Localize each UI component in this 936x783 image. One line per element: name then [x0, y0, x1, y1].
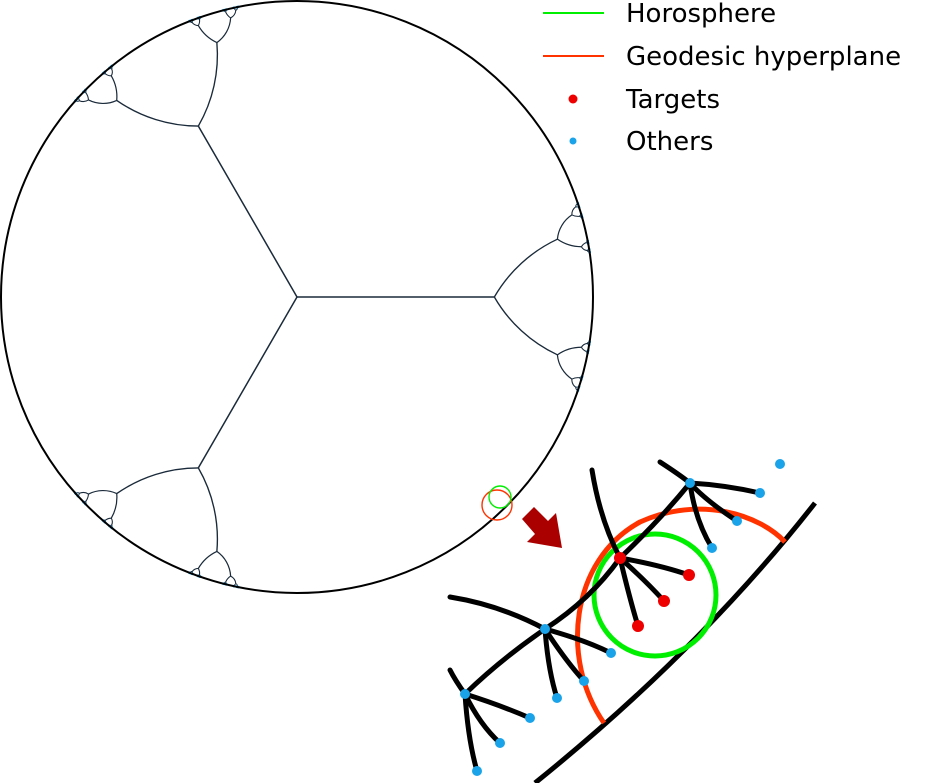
tree-edge: [216, 17, 232, 44]
tree-edge: [197, 296, 298, 469]
tree-edge: [110, 517, 113, 526]
tree-edge: [557, 238, 582, 248]
tree-edge: [493, 238, 558, 298]
tree-edge: [571, 214, 580, 217]
tree-edge: [580, 346, 587, 352]
legend-item-others: Others: [569, 127, 713, 157]
zoom-target-points: [614, 552, 695, 632]
tree-edge: [85, 493, 90, 502]
tree-edge: [191, 22, 199, 27]
tree-edge: [79, 491, 89, 495]
tree-edge: [197, 467, 219, 552]
legend-label: Geodesic hyperplane: [626, 42, 901, 72]
tree-edge: [197, 568, 201, 575]
tree-edge: [197, 25, 218, 44]
tree-edge: [110, 68, 113, 77]
tree-edge: [116, 99, 199, 127]
horosphere: [591, 531, 719, 659]
tree-edge: [104, 517, 112, 521]
tree-edge: [104, 73, 112, 77]
tree-edge: [110, 493, 118, 519]
legend-label: Targets: [625, 85, 720, 115]
tree-edge: [191, 567, 199, 572]
legend-label: Others: [626, 127, 713, 157]
tree-edge: [571, 377, 580, 380]
tree-edge: [557, 346, 582, 356]
tree-edge: [88, 489, 117, 495]
legend-swatch-others: [569, 137, 577, 145]
zoom-arrow: [522, 507, 562, 548]
legend-item-geodesic-hyperplane: Geodesic hyperplane: [543, 42, 901, 72]
tree-edge: [571, 206, 577, 215]
tree-edge: [79, 99, 89, 103]
tree-edge: [225, 575, 231, 583]
tree-edge: [110, 75, 118, 101]
legend-swatch-targets: [568, 94, 578, 104]
small-geodesic-marker: [481, 489, 513, 521]
zoom-inset: [447, 459, 817, 783]
tree-edge: [88, 99, 117, 105]
tree-edge: [580, 242, 587, 248]
tree-edge: [230, 10, 237, 19]
disk-boundary: [0, 0, 594, 594]
tree-edge: [230, 575, 237, 584]
tree-edge: [580, 246, 588, 252]
small-horosphere-marker: [488, 485, 512, 509]
legend-item-targets: Targets: [568, 85, 720, 115]
legend-item-horosphere: Horosphere: [543, 0, 776, 29]
poincare-disk: [0, 0, 594, 594]
legend-label: Horosphere: [626, 0, 776, 29]
legend: Horosphere Geodesic hyperplane Targets O…: [543, 0, 901, 157]
tree-edge: [216, 550, 232, 577]
tree-edge: [225, 11, 231, 19]
tree-edge: [116, 467, 199, 495]
geodesic-hyperplane: [575, 506, 787, 725]
zoom-other-points: [460, 459, 785, 776]
tree-edge: [575, 203, 578, 207]
tree-edge: [571, 379, 577, 388]
tree-edge: [197, 42, 219, 127]
tree-edge: [556, 214, 573, 240]
tree-edge: [85, 92, 90, 101]
tree-edge: [493, 296, 558, 356]
tree-edge: [197, 19, 201, 26]
tree-edge: [197, 550, 218, 569]
tree-edge: [556, 354, 573, 380]
tree-edge: [575, 387, 578, 391]
tree-edge: [580, 342, 588, 348]
tree-edge: [197, 125, 298, 298]
